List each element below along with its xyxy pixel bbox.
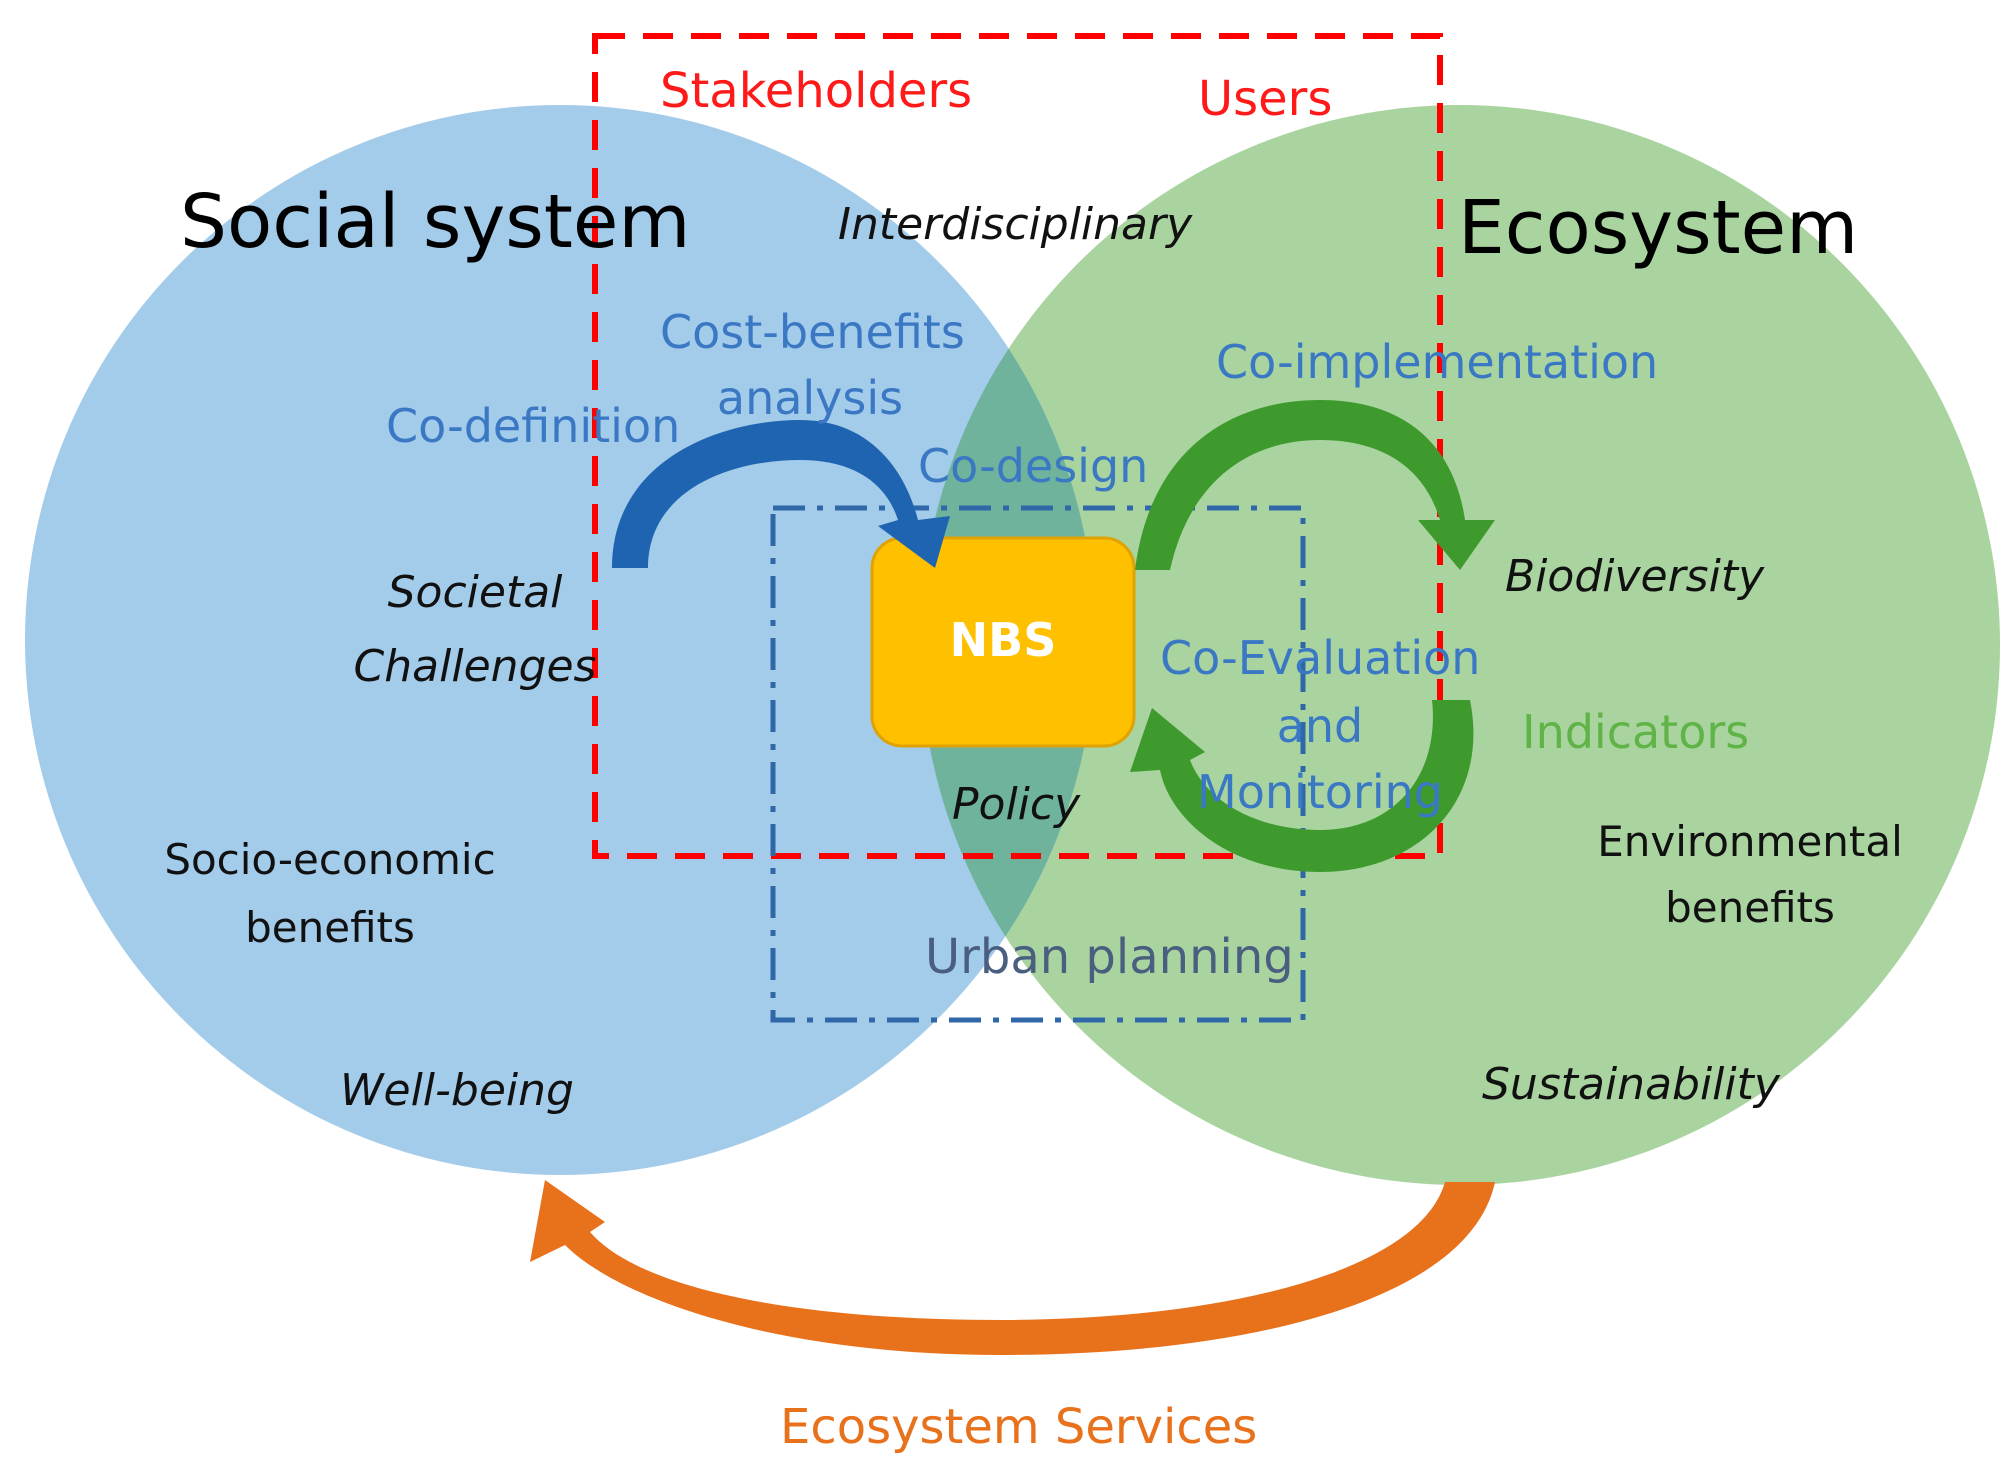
co-evaluation-label-1: Co-Evaluation bbox=[1160, 631, 1481, 685]
cost-benefits-label-1: Cost-benefits bbox=[660, 305, 965, 359]
environmental-benefits-label-1: Environmental bbox=[1597, 817, 1903, 866]
co-evaluation-arrow bbox=[1130, 700, 1474, 872]
users-label: Users bbox=[1198, 71, 1333, 127]
well-being-label: Well-being bbox=[340, 1065, 574, 1116]
societal-challenges-label-2: Challenges bbox=[353, 641, 597, 692]
ecosystem-circle bbox=[920, 105, 2000, 1185]
co-evaluation-label-2: and bbox=[1276, 699, 1364, 753]
interdisciplinary-label: Interdisciplinary bbox=[838, 199, 1193, 250]
co-evaluation-label-3: Monitoring bbox=[1197, 765, 1443, 819]
stakeholders-users-frame bbox=[592, 33, 1443, 859]
ecosystem-title: Ecosystem bbox=[1458, 185, 1859, 271]
socio-economic-label-2: benefits bbox=[245, 903, 415, 952]
co-definition-label: Co-definition bbox=[386, 399, 681, 453]
societal-challenges-label-1: Societal bbox=[387, 567, 563, 618]
urban-planning-label: Urban planning bbox=[925, 929, 1294, 985]
social-system-title: Social system bbox=[180, 179, 691, 265]
environmental-benefits-label-2: benefits bbox=[1665, 883, 1835, 932]
co-definition-arrow bbox=[612, 420, 950, 568]
co-design-label: Co-design bbox=[918, 439, 1149, 493]
cost-benefits-label-2: analysis bbox=[716, 371, 904, 425]
stakeholders-label: Stakeholders bbox=[660, 63, 973, 119]
ecosystem-services-arrow bbox=[530, 1180, 1495, 1355]
nbs-label: NBS bbox=[949, 613, 1057, 667]
co-implementation-label: Co-implementation bbox=[1216, 335, 1659, 389]
ecosystem-services-label: Ecosystem Services bbox=[780, 1399, 1258, 1455]
co-implementation-arrow bbox=[1135, 400, 1495, 570]
nbs-box bbox=[870, 536, 1136, 748]
socio-economic-label-1: Socio-economic bbox=[164, 835, 496, 884]
sustainability-label: Sustainability bbox=[1482, 1059, 1780, 1110]
biodiversity-label: Biodiversity bbox=[1505, 551, 1765, 602]
social-system-circle bbox=[25, 105, 1095, 1175]
policy-planning-frame bbox=[770, 505, 1306, 1023]
policy-label: Policy bbox=[952, 779, 1081, 830]
indicators-label: Indicators bbox=[1522, 705, 1750, 759]
